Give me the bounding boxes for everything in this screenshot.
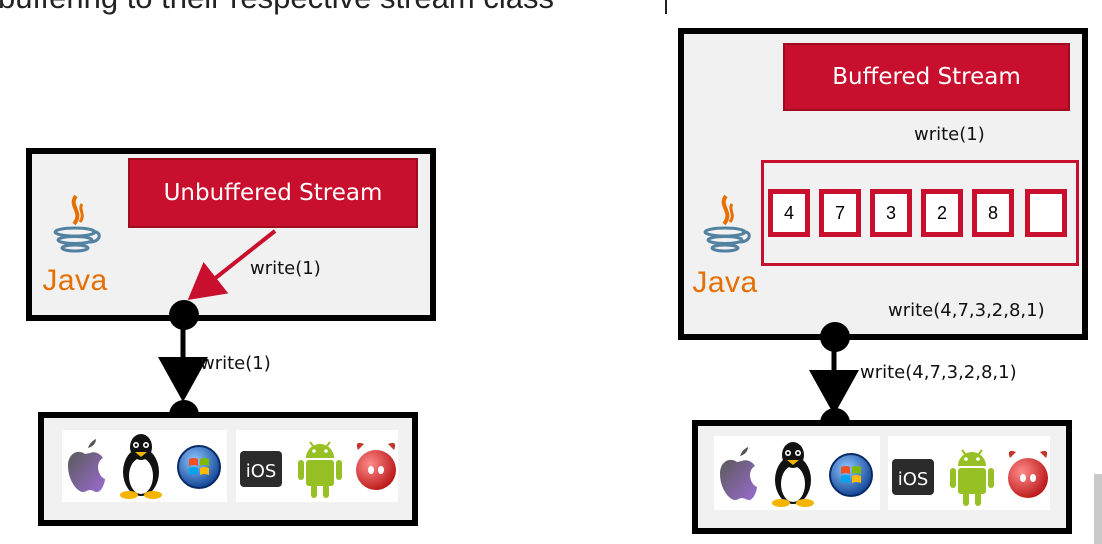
java-cup-icon xyxy=(53,194,101,253)
java-wordmark: Java xyxy=(692,266,758,299)
buffer-cell: 7 xyxy=(819,189,861,237)
unbuffered-os-write-label: write(1) xyxy=(200,353,271,374)
linux-tux-icon xyxy=(120,434,162,499)
freebsd-icon xyxy=(1008,450,1048,498)
unbuffered-stream-box: Unbuffered Stream xyxy=(128,158,418,228)
text-cursor xyxy=(665,0,667,14)
ios-icon: iOS xyxy=(240,451,282,487)
windows-icon xyxy=(177,445,221,489)
buffer-cell: 2 xyxy=(921,189,963,237)
buffered-stream-label: Buffered Stream xyxy=(832,64,1021,90)
java-logo: Java xyxy=(40,190,110,300)
buffered-os-write-label: write(4,7,3,2,8,1) xyxy=(860,362,1017,383)
buffered-flush-label: write(4,7,3,2,8,1) xyxy=(888,300,1045,321)
buffered-write-label: write(1) xyxy=(914,124,985,145)
buffer-cell: 3 xyxy=(870,189,912,237)
buffer-cell: 4 xyxy=(768,189,810,237)
svg-text:iOS: iOS xyxy=(898,469,929,490)
windows-icon xyxy=(829,453,873,497)
java-logo: Java xyxy=(690,188,760,306)
buffered-stream-box: Buffered Stream xyxy=(783,43,1070,111)
buffer-cell: 8 xyxy=(972,189,1014,237)
android-icon xyxy=(298,441,342,498)
java-wordmark: Java xyxy=(42,264,108,297)
cut-off-heading: buffering to their respective stream cla… xyxy=(0,0,554,16)
linux-tux-icon xyxy=(772,442,814,507)
ios-icon: iOS xyxy=(892,459,934,495)
scrollbar-thumb[interactable] xyxy=(1094,474,1102,544)
unbuffered-stream-label: Unbuffered Stream xyxy=(163,180,383,206)
buffer-cell-empty xyxy=(1025,189,1067,237)
java-cup-icon xyxy=(703,194,751,253)
buffer-cells: 4 7 3 2 8 xyxy=(763,183,1077,247)
apple-icon xyxy=(720,447,757,500)
svg-text:iOS: iOS xyxy=(246,461,277,482)
unbuffered-write-arrow xyxy=(187,229,277,300)
android-icon xyxy=(950,449,994,506)
unbuffered-write-label: write(1) xyxy=(250,258,321,279)
unbuffered-top-node xyxy=(169,300,199,330)
buffered-top-node xyxy=(820,322,850,352)
apple-icon xyxy=(68,439,105,492)
freebsd-icon xyxy=(356,442,396,490)
